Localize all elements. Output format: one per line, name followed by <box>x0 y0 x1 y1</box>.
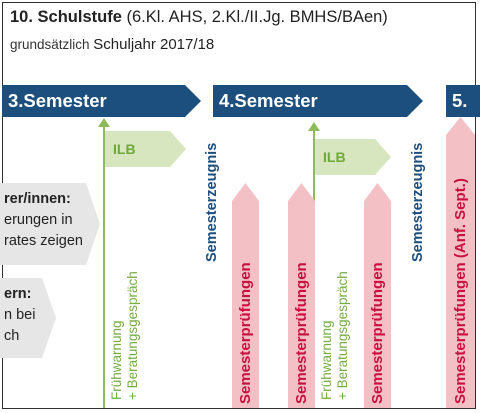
info-box-parents: ern: n bei ch <box>0 278 56 358</box>
semesterpruefungen-label-3: Semesterprüfungen <box>369 262 386 404</box>
exam-arrow-2 <box>288 183 315 408</box>
subtitle-prefix: grundsätzlich <box>10 37 94 52</box>
semesterzeugnis-label-1: Semesterzeugnis <box>204 142 220 262</box>
semesterpruefungen-label-2: Semesterprüfungen <box>293 262 310 404</box>
semester-5-arrow: 5. <box>446 85 480 117</box>
fruehwarnung-text-2-line2: + Beratungsgespräch <box>335 271 350 400</box>
title-rest: (6.Kl. AHS, 2.Kl./II.Jg. BMHS/BAen) <box>121 8 388 26</box>
info-box-teachers-line2: erungen in <box>4 212 73 228</box>
exam-arrow-3 <box>364 183 391 408</box>
info-box-teachers: rer/innen: erungen in rates zeigen <box>0 183 100 265</box>
info-box-parents-label: ern: <box>4 286 32 302</box>
fruehwarnung-text-2: Frühwarnung + Beratungsgespräch <box>319 271 351 400</box>
fruehwarnung-text-2-line1: Frühwarnung <box>319 320 334 400</box>
exam-arrow-sept <box>446 117 475 408</box>
page-title: 10. Schulstufe (6.Kl. AHS, 2.Kl./II.Jg. … <box>10 8 388 27</box>
info-box-parents-line3: ch <box>4 328 20 344</box>
exam-arrow-1 <box>232 183 259 408</box>
subtitle-year: Schuljahr 2017/18 <box>93 36 215 53</box>
title-bold: 10. Schulstufe <box>10 8 122 26</box>
fruehwarnung-text-1-line1: Frühwarnung <box>109 320 124 400</box>
page-subtitle: grundsätzlich Schuljahr 2017/18 <box>10 36 214 53</box>
fruehwarnung-text-1-line2: + Beratungsgespräch <box>125 271 140 400</box>
semesterpruefungen-sept-label: Semesterprüfungen (Anf. Sept.) <box>452 178 469 404</box>
info-box-parents-line2: n bei <box>4 307 36 323</box>
semesterzeugnis-label-2: Semesterzeugnis <box>410 142 426 262</box>
semester-4-arrow: 4.Semester <box>213 85 423 117</box>
ilb-marker-1: ILB <box>103 131 186 167</box>
fruehwarnung-text-1: Frühwarnung + Beratungsgespräch <box>109 271 141 400</box>
info-box-teachers-line3: rates zeigen <box>4 233 83 249</box>
semester-3-arrow: 3.Semester <box>2 85 201 117</box>
fruehwarnung-line-1 <box>98 118 110 408</box>
info-box-teachers-label: rer/innen: <box>4 191 71 207</box>
semesterpruefungen-label-1: Semesterprüfungen <box>237 262 254 404</box>
ilb-marker-2: ILB <box>313 139 391 175</box>
